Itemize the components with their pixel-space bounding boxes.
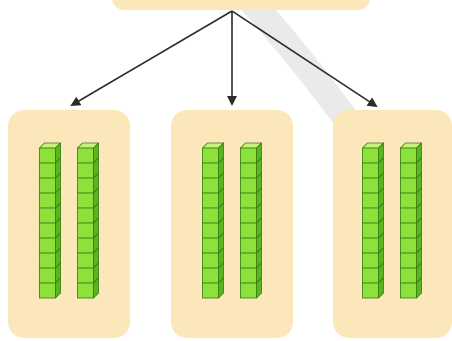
- group-box-3: [333, 110, 452, 338]
- unit-cube: [362, 222, 379, 239]
- unit-cube: [240, 192, 257, 209]
- unit-cube: [240, 207, 257, 224]
- unit-cube: [202, 252, 219, 269]
- unit-cube: [362, 162, 379, 179]
- unit-cube: [400, 177, 417, 194]
- unit-cube: [362, 207, 379, 224]
- unit-cube: [39, 147, 56, 164]
- arrow-right: [231, 10, 378, 108]
- unit-cube: [77, 252, 94, 269]
- unit-cube: [240, 222, 257, 239]
- unit-cube: [77, 147, 94, 164]
- unit-cube: [202, 162, 219, 179]
- unit-cube: [400, 252, 417, 269]
- unit-cube: [400, 237, 417, 254]
- ten-rod: [77, 142, 99, 299]
- arrow-left: [70, 10, 233, 107]
- unit-cube: [202, 267, 219, 284]
- unit-cube: [240, 282, 257, 299]
- unit-cube: [240, 252, 257, 269]
- unit-cube: [39, 282, 56, 299]
- unit-cube: [400, 192, 417, 209]
- unit-cube: [77, 267, 94, 284]
- ten-rod: [202, 142, 224, 299]
- source-box: [112, 0, 370, 10]
- unit-cube: [202, 207, 219, 224]
- unit-cube: [362, 177, 379, 194]
- unit-cube: [202, 147, 219, 164]
- unit-cube: [362, 267, 379, 284]
- unit-cube: [39, 162, 56, 179]
- unit-cube: [77, 177, 94, 194]
- unit-cube: [39, 222, 56, 239]
- unit-cube: [400, 162, 417, 179]
- unit-cube: [39, 192, 56, 209]
- unit-cube: [77, 162, 94, 179]
- unit-cube: [77, 207, 94, 224]
- unit-cube: [39, 207, 56, 224]
- unit-cube: [39, 177, 56, 194]
- unit-cube: [362, 252, 379, 269]
- unit-cube: [39, 252, 56, 269]
- unit-cube: [202, 192, 219, 209]
- unit-cube: [77, 222, 94, 239]
- group-box-1: [8, 110, 130, 338]
- group-3-rods: [362, 142, 422, 299]
- ten-rod: [362, 142, 384, 299]
- unit-cube: [202, 282, 219, 299]
- unit-cube: [400, 282, 417, 299]
- unit-cube: [77, 192, 94, 209]
- ten-rod: [39, 142, 61, 299]
- group-box-2: [171, 110, 293, 338]
- unit-cube: [77, 237, 94, 254]
- unit-cube: [362, 237, 379, 254]
- unit-cube: [202, 177, 219, 194]
- arrows: [70, 10, 378, 108]
- unit-cube: [240, 177, 257, 194]
- ten-rod: [240, 142, 262, 299]
- unit-cube: [39, 237, 56, 254]
- unit-cube: [400, 222, 417, 239]
- unit-cube: [400, 267, 417, 284]
- unit-cube: [202, 237, 219, 254]
- unit-cube: [240, 237, 257, 254]
- unit-cube: [240, 267, 257, 284]
- unit-cube: [362, 192, 379, 209]
- unit-cube: [39, 267, 56, 284]
- unit-cube: [240, 162, 257, 179]
- group-2-rods: [202, 142, 262, 299]
- group-1-rods: [39, 142, 99, 299]
- unit-cube: [362, 147, 379, 164]
- ten-rod: [400, 142, 422, 299]
- unit-cube: [400, 147, 417, 164]
- unit-cube: [240, 147, 257, 164]
- unit-cube: [202, 222, 219, 239]
- rods-layer: [39, 142, 422, 299]
- unit-cube: [400, 207, 417, 224]
- unit-cube: [77, 282, 94, 299]
- unit-cube: [362, 282, 379, 299]
